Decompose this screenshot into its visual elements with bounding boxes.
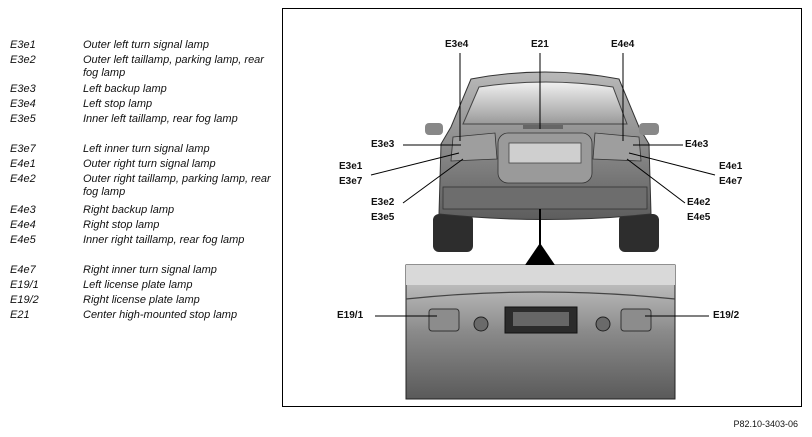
callout-e3e1: E3e1 xyxy=(339,161,363,172)
callout-e21: E21 xyxy=(531,39,549,50)
legend-desc: Right backup lamp xyxy=(83,204,175,216)
vehicle-rear-illustration xyxy=(370,53,716,400)
legend-desc: Center high-mounted stop lamp xyxy=(83,309,238,321)
callout-e4e1: E4e1 xyxy=(719,161,743,172)
callout-e19-2: E19/2 xyxy=(713,310,740,321)
legend-desc: Inner left taillamp, rear fog lamp xyxy=(83,113,238,125)
callout-e4e3: E4e3 xyxy=(685,139,709,150)
legend-desc: Left inner turn signal lamp xyxy=(83,143,210,155)
figure-code: P82.10-3403-06 xyxy=(733,419,798,429)
legend-code: E4e4 xyxy=(10,219,36,231)
legend-desc: Left license plate lamp xyxy=(83,279,193,291)
callout-leader-lines xyxy=(370,53,716,317)
left-license-lamp xyxy=(428,308,460,332)
car-rear-view xyxy=(425,71,659,252)
rear-window xyxy=(462,81,628,125)
callout-e3e4: E3e4 xyxy=(445,39,469,50)
left-mirror xyxy=(425,123,443,135)
right-tire xyxy=(619,214,659,252)
legend-desc: Left backup lamp xyxy=(83,83,167,95)
legend-code: E3e1 xyxy=(10,39,36,51)
legend-desc: Right stop lamp xyxy=(83,219,160,231)
legend-desc: Outer right turn signal lamp xyxy=(83,158,216,170)
legend-code: E21 xyxy=(10,309,30,321)
callout-e4e5: E4e5 xyxy=(687,212,711,223)
legend-code: E4e3 xyxy=(10,204,36,216)
callout-e3e7: E3e7 xyxy=(339,176,363,187)
legend-code: E3e4 xyxy=(10,98,36,110)
legend-desc: Outer left turn signal lamp xyxy=(83,39,209,51)
right-taillamp-cluster xyxy=(592,132,642,162)
legend-desc: Right inner turn signal lamp xyxy=(83,264,217,276)
legend-code: E3e3 xyxy=(10,83,36,95)
callout-e3e5: E3e5 xyxy=(371,212,395,223)
legend-code: E3e2 xyxy=(10,54,36,66)
center-stop-lamp-strip xyxy=(523,125,563,129)
license-plate-lamp-detail xyxy=(405,264,676,400)
legend-code: E19/1 xyxy=(10,279,39,291)
legend-code: E4e5 xyxy=(10,234,36,246)
callout-e4e2: E4e2 xyxy=(687,197,711,208)
callout-e19-1: E19/1 xyxy=(337,310,364,321)
legend-desc: Inner right taillamp, rear fog lamp xyxy=(83,234,245,246)
legend-code: E19/2 xyxy=(10,294,39,306)
license-plate-recess xyxy=(508,142,582,164)
left-taillamp-cluster xyxy=(450,132,498,162)
vehicle-figure: E3e4 E21 E4e4 E3e3 E4e3 E3e1 E3e7 E4e1 E… xyxy=(282,8,802,407)
legend-code: E3e5 xyxy=(10,113,36,125)
inset-pointer xyxy=(525,243,555,265)
left-tire xyxy=(433,214,473,252)
legend-desc: Right license plate lamp xyxy=(83,294,200,306)
rear-bumper xyxy=(442,186,648,210)
legend-desc: Outer left taillamp, parking lamp, rear … xyxy=(83,54,264,79)
legend-code: E4e7 xyxy=(10,264,36,276)
legend-code: E4e2 xyxy=(10,173,36,185)
callout-e4e7: E4e7 xyxy=(719,176,743,187)
legend-desc: Outer right taillamp, parking lamp, rear… xyxy=(83,173,271,198)
callout-e4e4: E4e4 xyxy=(611,39,635,50)
right-mirror xyxy=(639,123,659,135)
legend-code: E3e7 xyxy=(10,143,36,155)
callout-e3e2: E3e2 xyxy=(371,197,395,208)
legend-desc: Left stop lamp xyxy=(83,98,153,110)
legend-code: E4e1 xyxy=(10,158,36,170)
callout-e3e3: E3e3 xyxy=(371,139,395,150)
right-license-lamp xyxy=(620,308,652,332)
